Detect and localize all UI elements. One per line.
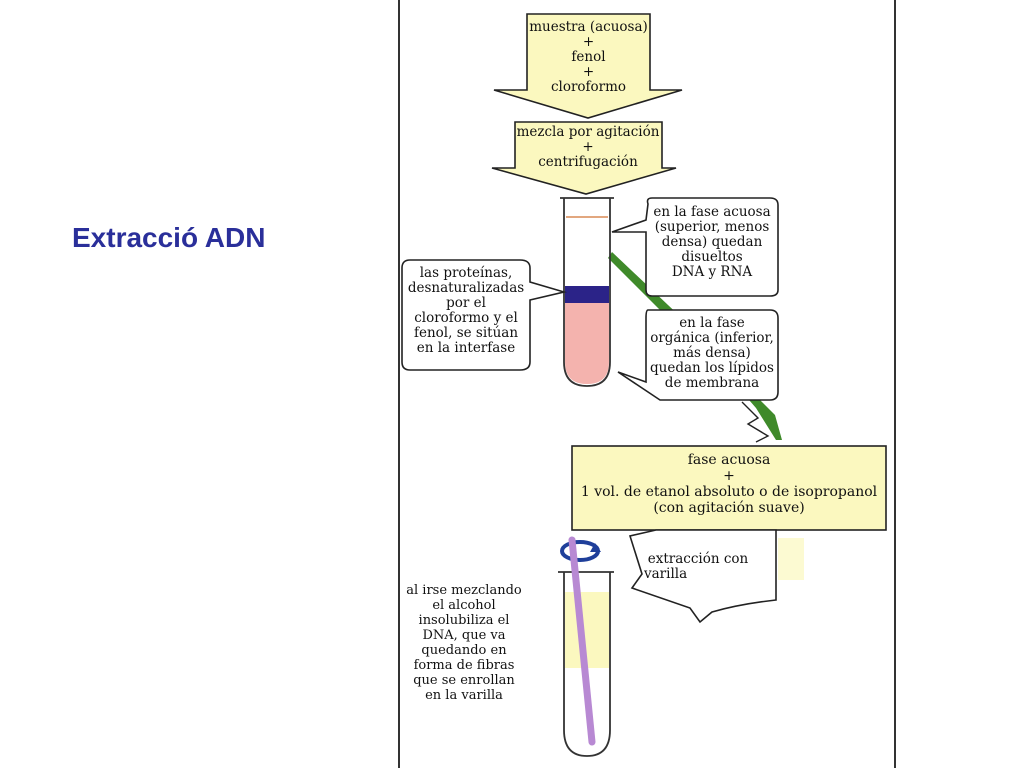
step1-line: + bbox=[582, 64, 595, 80]
test-tube-1 bbox=[560, 197, 614, 387]
callout-line: disueltos bbox=[681, 249, 743, 265]
step2-line: centrifugación bbox=[538, 154, 638, 170]
callout-line: densa) quedan bbox=[661, 234, 763, 250]
callout-line: quedan los lípidos bbox=[650, 360, 774, 376]
step1-line: cloroformo bbox=[550, 79, 627, 95]
step2-text: mezcla por agitación + centrifugación bbox=[508, 125, 668, 170]
callout-organic-shape bbox=[617, 309, 779, 401]
callout-rod-shape bbox=[628, 529, 777, 624]
alcohol-note-text: al irse mezclando el alcohol insolubiliz… bbox=[400, 583, 528, 703]
note-line: el alcohol bbox=[432, 598, 496, 613]
note-line: DNA, que va bbox=[422, 628, 506, 643]
faint-yellow-patch bbox=[778, 538, 804, 580]
green-strip bbox=[608, 252, 782, 440]
callout-organic-text: en la fase orgánica (inferior, más densa… bbox=[648, 316, 776, 391]
callout-aqueous-shape bbox=[611, 197, 779, 297]
glass-rod bbox=[568, 536, 596, 746]
note-line: en la varilla bbox=[425, 688, 503, 703]
note-line: insolubiliza el bbox=[418, 613, 510, 628]
note-line: forma de fibras bbox=[413, 658, 515, 673]
callout-line: más densa) bbox=[673, 345, 751, 361]
organic-phase-liquid bbox=[565, 303, 609, 384]
callout-line: cloroformo y el bbox=[414, 310, 518, 326]
note-line: al irse mezclando bbox=[406, 583, 522, 598]
test-tube-2 bbox=[558, 571, 614, 757]
callout-line: (superior, menos bbox=[654, 219, 770, 235]
callout-proteins-text: las proteínas, desnaturalizadas por el c… bbox=[403, 266, 529, 356]
callout-proteins-shape bbox=[401, 259, 568, 371]
note-line: quedando en bbox=[421, 643, 507, 658]
callout-line: de membrana bbox=[664, 375, 760, 391]
callout-line: varilla bbox=[644, 566, 688, 582]
slide-title: Extracció ADN bbox=[72, 222, 266, 253]
callout-line: DNA y RNA bbox=[671, 264, 753, 280]
callout-line: orgánica (inferior, bbox=[650, 330, 774, 346]
callout-line: desnaturalizadas bbox=[407, 280, 525, 296]
step1-arrow-shape bbox=[493, 13, 683, 119]
step2-line: + bbox=[582, 139, 594, 155]
step3-line: + bbox=[723, 468, 735, 484]
callout-line: por el bbox=[446, 295, 486, 311]
callout-rod-text: extracción con varilla bbox=[640, 552, 756, 582]
step3-line: fase acuosa bbox=[687, 452, 771, 468]
step3-text: fase acuosa + 1 vol. de etanol absoluto … bbox=[574, 452, 884, 516]
callout-line: fenol, se sitúan bbox=[413, 325, 519, 341]
step3-box bbox=[571, 445, 887, 531]
step2-line: mezcla por agitación bbox=[516, 124, 660, 140]
step1-text: muestra (acuosa) + fenol + cloroformo bbox=[527, 20, 650, 95]
rotation-arrow-icon bbox=[560, 540, 601, 562]
step1-line: muestra (acuosa) bbox=[529, 19, 648, 35]
callout-line: en la fase acuosa bbox=[653, 204, 771, 220]
jagged-connector bbox=[741, 401, 770, 443]
interphase-band bbox=[565, 286, 609, 303]
callout-line: en la fase bbox=[679, 315, 745, 331]
yellow-liquid bbox=[565, 592, 609, 668]
step1-line: fenol bbox=[571, 49, 606, 65]
step2-arrow-shape bbox=[491, 121, 677, 195]
note-line: que se enrollan bbox=[413, 673, 515, 688]
callout-line: las proteínas, bbox=[419, 265, 513, 281]
step3-line: (con agitación suave) bbox=[653, 500, 805, 516]
step1-line: + bbox=[582, 34, 595, 50]
callout-line: en la interfase bbox=[416, 340, 516, 356]
step3-line: 1 vol. de etanol absoluto o de isopropan… bbox=[580, 484, 878, 500]
callout-aqueous-text: en la fase acuosa (superior, menos densa… bbox=[648, 205, 776, 280]
callout-line: extracción con bbox=[647, 551, 749, 567]
